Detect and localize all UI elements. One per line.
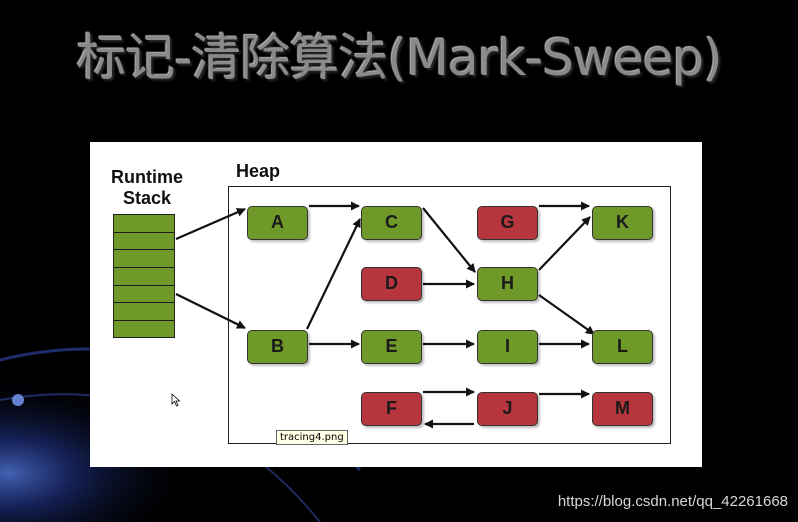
- edge-stack-B: [175, 293, 246, 329]
- image-tooltip: tracing4.png: [276, 430, 348, 445]
- heap-node-j: J: [477, 392, 538, 426]
- edge-H-K: [538, 216, 591, 271]
- heap-node-l: L: [592, 330, 653, 364]
- edge-stack-A: [175, 207, 246, 241]
- stack-slot: [114, 303, 174, 322]
- heap-node-h: H: [477, 267, 538, 301]
- edge-C-H: [422, 207, 476, 273]
- stack-slot: [114, 215, 174, 233]
- heap-node-m: M: [592, 392, 653, 426]
- heap-node-e: E: [361, 330, 422, 364]
- heap-node-a: A: [247, 206, 308, 240]
- watermark-url: https://blog.csdn.net/qq_42261668: [557, 493, 788, 510]
- heap-label: Heap: [236, 161, 281, 181]
- runtime-stack-label: Runtime Stack: [111, 167, 183, 208]
- slide-title: 标记-清除算法(Mark-Sweep): [76, 29, 722, 87]
- edge-B-C: [306, 218, 361, 330]
- stack-slot: [114, 233, 174, 251]
- heap-node-d: D: [361, 267, 422, 301]
- heap-node-b: B: [247, 330, 308, 364]
- diagram-panel: Runtime Stack Heap: [90, 142, 702, 467]
- heap-node-c: C: [361, 206, 422, 240]
- edge-H-L: [538, 294, 595, 335]
- heap-node-k: K: [592, 206, 653, 240]
- reference-arrows: [175, 201, 595, 429]
- heap-node-f: F: [361, 392, 422, 426]
- mouse-cursor-icon: [171, 393, 181, 407]
- stack-slot: [114, 268, 174, 286]
- runtime-stack: [113, 214, 175, 338]
- stack-slot: [114, 250, 174, 269]
- heap-node-g: G: [477, 206, 538, 240]
- heap-node-i: I: [477, 330, 538, 364]
- heap-box: [228, 186, 671, 444]
- stack-slot: [114, 286, 174, 304]
